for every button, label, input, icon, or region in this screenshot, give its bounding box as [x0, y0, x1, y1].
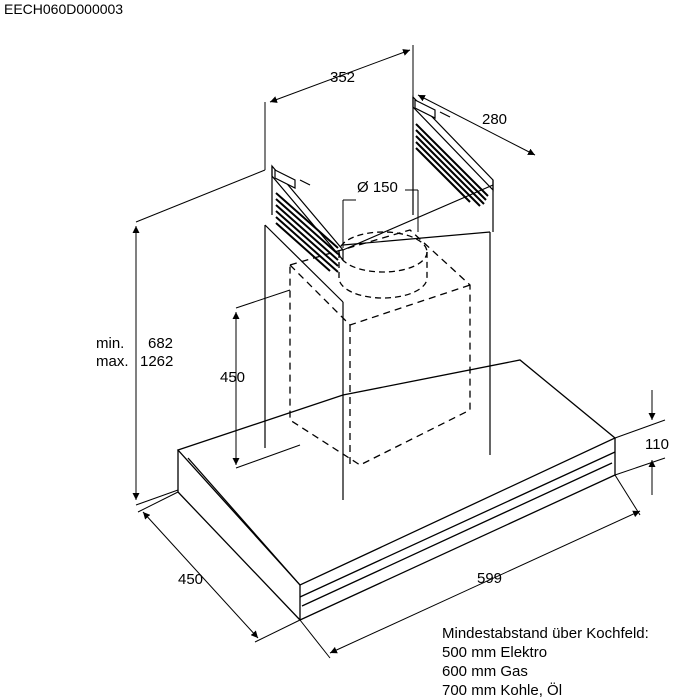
notes-heading: Mindestabstand über Kochfeld: — [442, 625, 649, 642]
dim-value-height-max: 1262 — [140, 353, 173, 370]
dim-label-height-max: max. — [96, 353, 129, 370]
canopy — [176, 359, 617, 621]
lower-chimney — [264, 224, 491, 500]
hidden-motor-box — [289, 229, 471, 466]
installation-notes: Mindestabstand über Kochfeld: 500 mm Ele… — [442, 624, 649, 700]
dim-label-duct-diameter: Ø 150 — [357, 179, 398, 196]
duct-opening — [338, 231, 428, 299]
dim-label-hood-width: 599 — [477, 570, 502, 587]
dimension-lines — [132, 45, 666, 659]
notes-line-electric: 500 mm Elektro — [442, 644, 548, 661]
notes-line-gas: 600 mm Gas — [442, 663, 528, 680]
dim-label-chimney-depth: 280 — [482, 111, 507, 128]
dim-label-canopy-height: 110 — [645, 436, 669, 453]
dim-label-height-min: min. — [96, 335, 124, 352]
dim-label-chimney-width: 352 — [330, 69, 355, 86]
dim-label-hood-depth: 450 — [178, 571, 203, 588]
vent-slots-left — [275, 192, 339, 273]
drawing-code: EECH060D000003 — [4, 1, 124, 17]
dim-value-height-min: 682 — [148, 335, 173, 352]
notes-line-coal-oil: 700 mm Kohle, Öl — [442, 682, 563, 699]
dim-label-inner-height: 450 — [220, 369, 245, 386]
